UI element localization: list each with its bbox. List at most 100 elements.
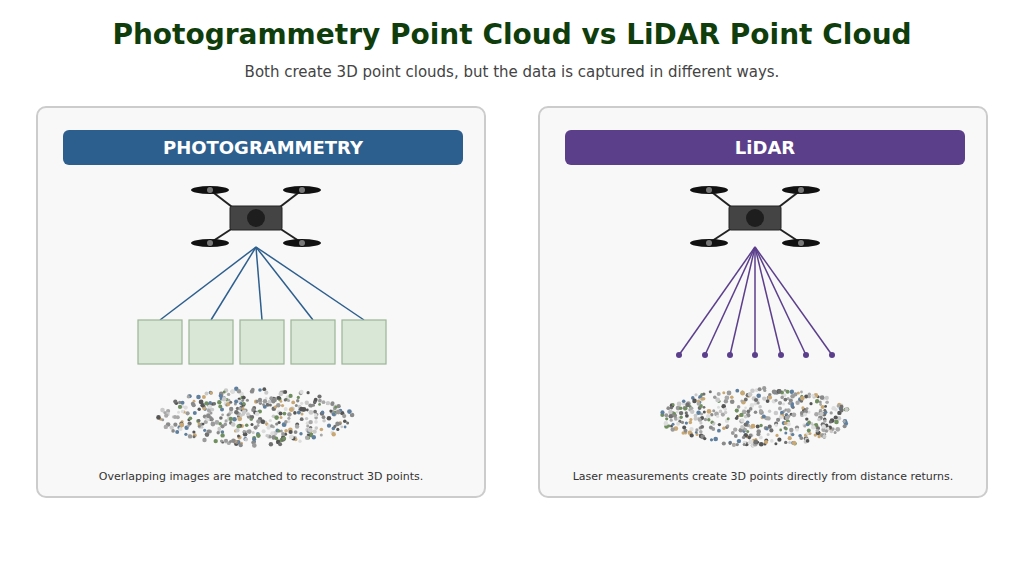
cloud-point xyxy=(164,425,168,429)
cloud-point xyxy=(243,430,246,433)
cloud-point xyxy=(710,413,713,416)
cloud-point xyxy=(262,403,265,406)
cloud-point xyxy=(786,390,790,394)
cloud-point xyxy=(664,421,669,426)
cloud-point xyxy=(208,404,212,408)
cloud-point xyxy=(177,425,182,430)
cloud-point xyxy=(733,427,737,431)
cloud-point xyxy=(272,425,275,428)
cloud-point xyxy=(159,418,162,421)
cloud-point xyxy=(348,410,352,414)
cloud-point xyxy=(262,421,265,424)
cloud-point xyxy=(279,392,284,397)
cloud-point xyxy=(166,409,170,413)
cloud-point xyxy=(782,421,786,425)
rotor-hub xyxy=(798,187,804,193)
cloud-point xyxy=(758,387,762,391)
cloud-point xyxy=(282,437,286,441)
cloud-point xyxy=(766,399,770,403)
cloud-point xyxy=(327,424,331,428)
cloud-point xyxy=(690,410,694,414)
cloud-point xyxy=(779,415,783,419)
cloud-point xyxy=(186,411,190,415)
cloud-point xyxy=(665,417,668,420)
cloud-point xyxy=(843,408,847,412)
cloud-point xyxy=(670,424,673,427)
cloud-point xyxy=(698,406,702,410)
cloud-point xyxy=(291,401,295,405)
cloud-point xyxy=(299,391,303,395)
cloud-point xyxy=(202,423,205,426)
cloud-point xyxy=(243,437,247,441)
cloud-point xyxy=(699,426,702,429)
cloud-point xyxy=(267,434,272,439)
cloud-point xyxy=(784,421,788,425)
cloud-point xyxy=(717,406,720,409)
cloud-point xyxy=(728,441,732,445)
cloud-point xyxy=(343,420,347,424)
cloud-point xyxy=(730,396,734,400)
cloud-point xyxy=(256,419,261,424)
point-cloud xyxy=(660,386,849,447)
cloud-point xyxy=(817,395,820,398)
cloud-point xyxy=(660,410,664,414)
cloud-point xyxy=(807,421,811,425)
cloud-point xyxy=(774,411,779,416)
cloud-point xyxy=(700,434,705,439)
cloud-point xyxy=(840,404,843,407)
cloud-point xyxy=(234,429,237,432)
cloud-point xyxy=(694,417,698,421)
cloud-point xyxy=(229,401,232,404)
cloud-point xyxy=(256,400,259,403)
cloud-point xyxy=(751,424,756,429)
cloud-point xyxy=(744,442,749,447)
cloud-point xyxy=(750,433,754,437)
cloud-point xyxy=(722,391,725,394)
cloud-point xyxy=(225,403,228,406)
cloud-point xyxy=(202,395,206,399)
cloud-point xyxy=(670,403,675,408)
cloud-point xyxy=(314,414,317,417)
cloud-point xyxy=(210,412,213,415)
cloud-point xyxy=(835,427,840,432)
cloud-point xyxy=(222,396,226,400)
cloud-point xyxy=(219,392,224,397)
cloud-point xyxy=(759,410,764,415)
cloud-point xyxy=(291,437,295,441)
cloud-point xyxy=(845,407,849,411)
cloud-point xyxy=(840,409,844,413)
rotor xyxy=(191,239,229,247)
cloud-point xyxy=(208,429,212,433)
drone-arm xyxy=(775,226,801,243)
cloud-point xyxy=(193,435,196,438)
cloud-point xyxy=(263,399,267,403)
cloud-point xyxy=(688,431,691,434)
cloud-point xyxy=(294,430,298,434)
cloud-point xyxy=(798,397,802,401)
panel-description: Overlapping images are matched to recons… xyxy=(38,470,484,483)
cloud-point xyxy=(198,423,201,426)
cloud-point xyxy=(252,443,257,448)
cloud-point xyxy=(269,404,272,407)
cloud-point xyxy=(825,427,830,432)
cloud-point xyxy=(204,401,208,405)
cloud-point xyxy=(721,404,726,409)
cloud-point xyxy=(804,395,808,399)
cloud-point xyxy=(786,408,791,413)
cloud-point xyxy=(778,407,782,411)
cloud-point xyxy=(764,426,768,430)
cloud-point xyxy=(744,422,748,426)
cloud-point xyxy=(668,425,671,428)
cloud-point xyxy=(333,405,337,409)
cloud-point xyxy=(289,430,293,434)
cloud-point xyxy=(674,417,678,421)
cloud-point xyxy=(746,393,750,397)
cloud-point xyxy=(165,412,169,416)
cloud-point xyxy=(732,443,736,447)
cloud-point xyxy=(739,428,744,433)
image-frame xyxy=(342,320,386,364)
cloud-point xyxy=(254,400,258,404)
cloud-point xyxy=(820,395,825,400)
laser-returns xyxy=(676,352,835,358)
